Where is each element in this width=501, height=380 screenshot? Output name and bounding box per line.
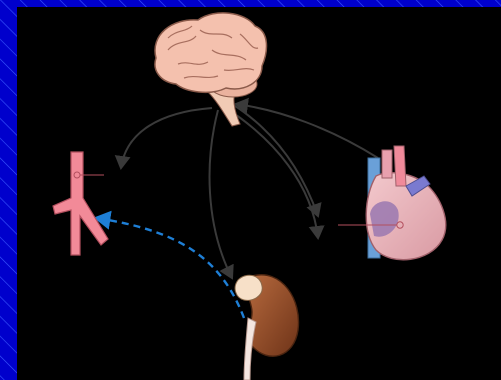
arrows bbox=[121, 104, 378, 278]
dashed-arrow-kidney-to-artery bbox=[96, 218, 244, 318]
kidney-icon bbox=[235, 275, 298, 380]
arrow-brain-to-kidney bbox=[210, 110, 232, 278]
arrow-brain-to-artery bbox=[121, 108, 212, 168]
artery-icon bbox=[53, 152, 108, 255]
arrow-brain-to-center bbox=[226, 108, 318, 238]
heart-icon bbox=[338, 146, 446, 260]
